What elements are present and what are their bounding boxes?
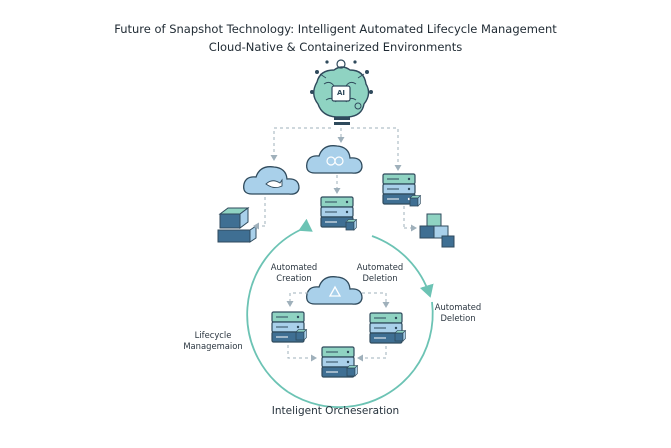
recycle-cloud-icon: [306, 276, 363, 305]
label-lifecycle-management: Lifecycle Managemaion: [176, 330, 250, 351]
cube-icon: [295, 329, 307, 341]
lifecycle-cycle-arrows: [246, 218, 434, 409]
container-whale-cloud-icon: [243, 166, 300, 195]
container-blocks-icon: [419, 213, 455, 248]
label-automated-deletion-inner: Automated Deletion: [352, 262, 408, 283]
ai-brain-icon: [310, 59, 373, 125]
diagram-subtitle: Cloud-Native & Containerized Environment…: [208, 40, 463, 54]
label-line: Automated: [356, 262, 404, 272]
label-line: Automated: [434, 302, 482, 312]
label-line: Creation: [276, 272, 312, 283]
cube-icon: [346, 365, 358, 377]
cube-icon: [394, 330, 406, 342]
ai-chip-label: AI: [336, 89, 346, 97]
cube-icon: [409, 195, 421, 207]
container-blocks-icon: [217, 207, 257, 243]
cube-icon: [345, 219, 357, 231]
label-line: Automated: [270, 262, 318, 272]
label-automated-creation: Automated Creation: [266, 262, 322, 283]
helix-cloud-icon: [306, 145, 363, 174]
label-automated-deletion-outer: Automated Deletion: [430, 302, 486, 323]
label-line: Managemaion: [183, 340, 243, 351]
label-line: Deletion: [440, 312, 476, 323]
label-line: Lifecycle: [194, 330, 232, 340]
diagram-title: Future of Snapshot Technology: Intellige…: [114, 22, 557, 36]
label-intelligent-orchestration: Inteligent Orcheseration: [271, 405, 400, 417]
label-line: Deletion: [362, 272, 398, 283]
